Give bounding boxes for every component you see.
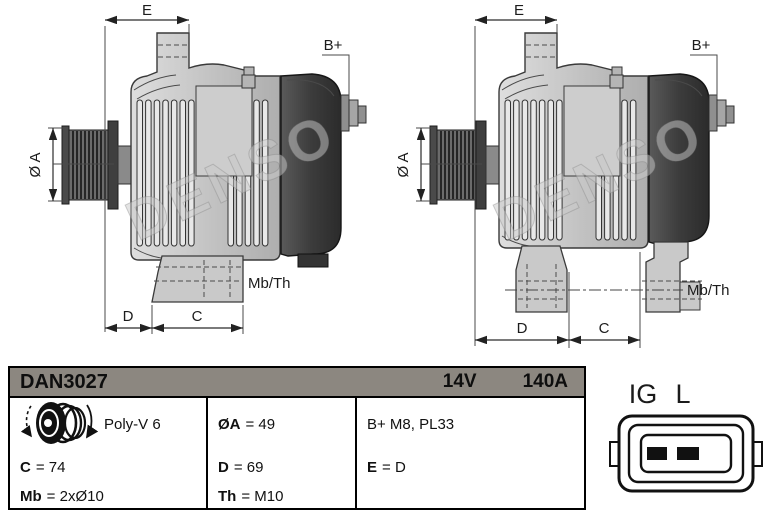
spec-column-3: B+ M8, PL33 E = D [357, 398, 580, 508]
pulley-left [61, 120, 134, 210]
spec-bterminal-cell: B+ M8, PL33 [357, 398, 580, 450]
b-plus-terminal-left [340, 94, 367, 132]
part-number: DAN3027 [20, 370, 108, 393]
spec-th-label: Th [218, 487, 237, 505]
dim-label-e-left: E [142, 2, 152, 19]
spec-d-label: D [218, 458, 229, 476]
dim-label-d-left: D [123, 308, 134, 325]
rear-housing-left [280, 73, 342, 268]
mount-label-left: Mb/Th [248, 275, 291, 292]
dim-label-c-left: C [192, 308, 203, 325]
pulley-right [429, 120, 501, 210]
terminal-label-bplus-right: B+ [692, 37, 711, 54]
stator-fins-right [504, 99, 637, 241]
spec-oa-cell: ØA = 49 [208, 398, 355, 450]
belt-type-cell: Poly-V 6 [10, 398, 206, 450]
spec-d-cell: D = 69 [208, 450, 355, 484]
spec-d-value: = 69 [233, 458, 264, 476]
b-plus-terminal-right [708, 94, 735, 132]
spec-th-cell: Th = M10 [208, 484, 355, 508]
voltage-rating: 14V [442, 371, 477, 392]
mounting-lugs-right [505, 241, 702, 313]
current-rating: 140A [522, 371, 568, 392]
dim-label-c-right: C [599, 320, 610, 337]
connector-pin-label-ig: IG [629, 379, 658, 409]
spec-oa-value: = 49 [245, 415, 276, 433]
pulley-icon [20, 402, 99, 444]
dim-label-e-right: E [514, 2, 524, 19]
spec-oa-label: ØA [218, 415, 241, 433]
connector-body [609, 414, 763, 493]
spec-mb-cell: Mb = 2xØ10 [10, 484, 206, 508]
front-housing-right [498, 32, 649, 249]
spec-th-value: = M10 [241, 487, 284, 505]
spec-table-header: DAN3027 14V 140A [10, 368, 584, 398]
spec-c-value: = 74 [35, 458, 66, 476]
dim-label-dia-right: Ø A [395, 152, 412, 177]
spec-empty-cell [357, 484, 580, 508]
spec-table: DAN3027 14V 140A [8, 366, 586, 510]
spec-c-label: C [20, 458, 31, 476]
front-housing-left [130, 32, 281, 261]
alternator-view-left: DENSO E B+ Ø A Mb/Th D C [27, 2, 367, 334]
alternator-view-right: DENSO E B+ Ø A Mb/Th D C [395, 2, 735, 348]
spec-e-cell: E = D [357, 450, 580, 484]
mounting-foot-left [151, 255, 244, 303]
dim-label-d-right: D [517, 320, 528, 337]
spec-column-2: ØA = 49 D = 69 Th = M10 [208, 398, 357, 508]
dim-label-dia-left: Ø A [27, 152, 44, 177]
spec-e-label: E [367, 458, 378, 476]
spec-mb-value: = 2xØ10 [46, 487, 104, 505]
spec-column-1: Poly-V 6 C = 74 Mb = 2xØ10 [10, 398, 208, 508]
connector-diagram: IG L [609, 379, 763, 493]
spec-mb-label: Mb [20, 487, 42, 505]
belt-type-label: Poly-V 6 [104, 415, 161, 433]
spec-c-cell: C = 74 [10, 450, 206, 484]
alternator-drawings: DENSO E B+ Ø A Mb/Th D C [27, 2, 735, 348]
connector-pin-ig [647, 447, 667, 460]
spec-e-value: = D [382, 458, 406, 476]
stator-fins-left [136, 99, 269, 247]
dimensions-right: E B+ Ø A Mb/Th D C [395, 2, 730, 348]
connector-pin-l [677, 447, 699, 460]
terminal-label-bplus-left: B+ [324, 37, 343, 54]
mount-label-right: Mb/Th [687, 282, 730, 299]
dimensions-left: E B+ Ø A Mb/Th D C [27, 2, 350, 334]
spec-bterminal-value: B+ M8, PL33 [367, 415, 455, 433]
spec-table-body: Poly-V 6 C = 74 Mb = 2xØ10 ØA = 49 D [10, 398, 584, 508]
connector-pin-label-l: L [675, 379, 690, 409]
